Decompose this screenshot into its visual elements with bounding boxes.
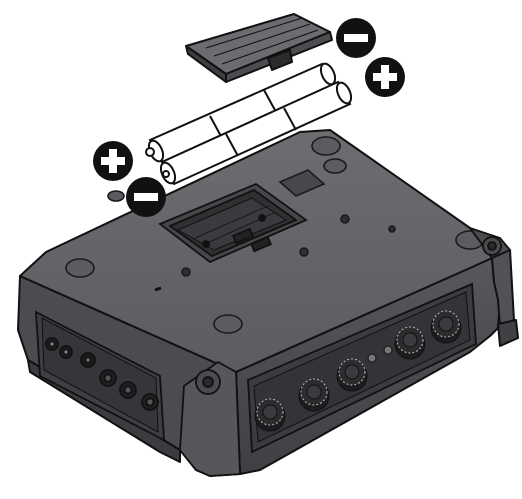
rotary-knob-icon <box>430 310 462 344</box>
rotary-knob-icon <box>336 358 368 392</box>
corner-posts <box>179 226 512 477</box>
minus-circle-icon <box>126 177 166 217</box>
top-surface-details <box>65 136 485 334</box>
battery-cover <box>185 13 333 83</box>
audio-jack-icon <box>45 337 159 411</box>
front-panel-jacks <box>35 310 165 442</box>
rotary-knob-group <box>254 310 462 432</box>
aa-battery-icon <box>159 80 353 186</box>
indicator-led-icon <box>383 345 393 355</box>
polarity-markers <box>93 18 405 217</box>
minus-circle-icon <box>336 18 376 58</box>
indicator-led-icon <box>367 353 377 363</box>
rotary-knob-icon <box>394 326 426 360</box>
rotary-knob-icon <box>254 398 286 432</box>
batteries <box>145 62 353 186</box>
plus-circle-icon <box>93 141 133 181</box>
aa-battery-icon <box>145 62 337 164</box>
plus-circle-icon <box>365 57 405 97</box>
rotary-knob-icon <box>298 378 330 412</box>
battery-compartment <box>158 182 308 264</box>
